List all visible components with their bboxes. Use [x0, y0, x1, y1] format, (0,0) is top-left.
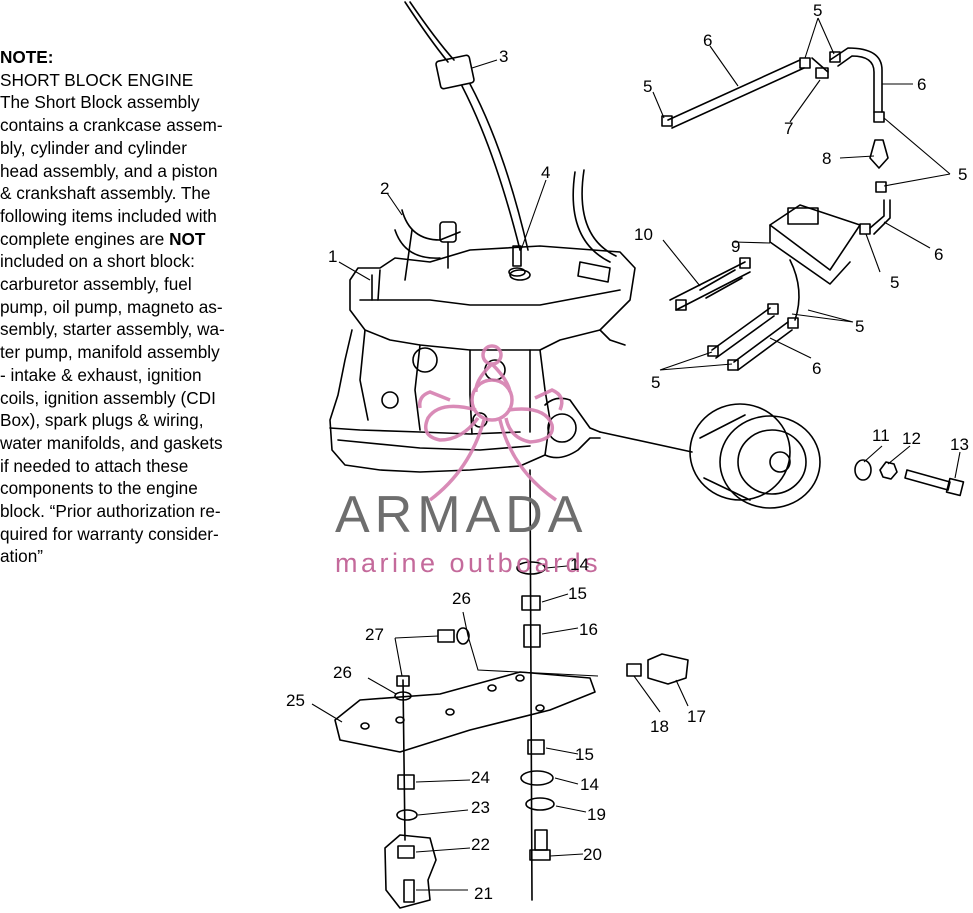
callout-17: 17	[687, 707, 706, 726]
note-line: water manifolds, and gaskets	[0, 432, 223, 453]
note-line: if needed to attach these	[0, 455, 189, 476]
washer-11	[854, 459, 872, 481]
callout-5-lower: 5	[855, 317, 864, 336]
note-line-text: complete engines are	[0, 228, 170, 249]
cable-assembly	[404, 1, 617, 263]
callout-13: 13	[950, 435, 969, 454]
note-line: following items included with	[0, 205, 217, 226]
callout-7: 7	[784, 119, 793, 138]
callout-1: 1	[328, 247, 337, 266]
callout-5-pump: 5	[890, 273, 899, 292]
watermark-tagline: marine outboards	[335, 548, 601, 578]
callout-20: 20	[583, 845, 602, 864]
callout-25: 25	[286, 691, 305, 710]
spark-plug-leads	[394, 209, 461, 281]
callout-5-top: 5	[813, 1, 822, 20]
callout-3: 3	[499, 47, 508, 66]
callout-5-right: 5	[958, 165, 967, 184]
callout-15-lower: 15	[575, 745, 594, 764]
callout-27: 27	[365, 625, 384, 644]
crankshaft-end	[544, 397, 693, 459]
note-line: included on a short block:	[0, 251, 195, 272]
note-heading: NOTE:	[0, 47, 54, 67]
note-line: block. “Prior authorization re-	[0, 501, 221, 522]
note-line: contains a crankcase assem-	[0, 115, 223, 136]
callout-14-upper: 14	[570, 555, 589, 574]
note-line: bly, cylinder and cylinder	[0, 137, 187, 158]
note-line: coils, ignition assembly (CDI	[0, 387, 216, 408]
callout-16: 16	[579, 620, 598, 639]
callout-19: 19	[587, 805, 606, 824]
callout-24: 24	[471, 768, 490, 787]
note-line: & crankshaft assembly. The	[0, 183, 211, 204]
callout-8: 8	[822, 149, 831, 168]
note-emphasis: NOT	[169, 228, 206, 249]
flywheel-magneto	[689, 403, 821, 509]
note-line: ation”	[0, 546, 43, 567]
lower-hardware-stack	[384, 774, 437, 909]
note-line: SHORT BLOCK ENGINE	[0, 69, 194, 90]
callout-6-top: 6	[703, 31, 712, 50]
note-line: Box), spark plugs & wiring,	[0, 410, 204, 431]
mount-hardware-stack	[516, 469, 555, 901]
callout-labels: 1 2 3 4 5 5 5 5 5 5 6 6 6 6 7 8 9 10 11 …	[286, 1, 969, 903]
callout-18: 18	[650, 717, 669, 736]
note-line: components to the engine	[0, 478, 198, 499]
callout-21: 21	[474, 884, 493, 903]
armada-logo-icon	[417, 344, 564, 502]
callout-15-upper: 15	[568, 584, 587, 603]
nut-12	[879, 461, 898, 480]
callout-23: 23	[471, 798, 490, 817]
fuel-hose-system	[661, 47, 891, 371]
callout-26-left: 26	[333, 663, 352, 682]
callout-22: 22	[471, 835, 490, 854]
callout-5-left: 5	[643, 77, 652, 96]
leader-lines	[311, 17, 961, 891]
note-line-with-emphasis: complete engines are NOT	[0, 228, 275, 251]
callout-2: 2	[380, 179, 389, 198]
bolt-13	[904, 469, 965, 497]
callout-11: 11	[872, 426, 890, 445]
callout-12: 12	[902, 429, 921, 448]
note-line: sembly, starter assembly, wa-	[0, 319, 225, 340]
note-line: pump, oil pump, magneto as-	[0, 296, 223, 317]
note-line: quired for warranty consider-	[0, 523, 219, 544]
note-line: head assembly, and a piston	[0, 160, 218, 181]
note-line: The Short Block assembly	[0, 92, 200, 113]
callout-6-pump: 6	[934, 245, 943, 264]
callout-5-bottom: 5	[651, 373, 660, 392]
mounting-plate	[334, 671, 596, 753]
callout-26-top: 26	[452, 589, 471, 608]
note-line: - intake & exhaust, ignition	[0, 364, 202, 385]
callout-4: 4	[541, 163, 550, 182]
callout-14-lower: 14	[580, 775, 599, 794]
callout-10: 10	[634, 225, 653, 244]
callout-9: 9	[731, 237, 740, 256]
callout-6-lower: 6	[812, 359, 821, 378]
note-line: ter pump, manifold assembly	[0, 342, 220, 363]
callout-6-right: 6	[917, 75, 926, 94]
watermark-brand: ARMADA	[335, 486, 587, 544]
short-block-note: NOTE: SHORT BLOCK ENGINE The Short Block…	[0, 46, 275, 568]
oil-fitting	[508, 245, 526, 277]
note-line: carburetor assembly, fuel	[0, 274, 192, 295]
